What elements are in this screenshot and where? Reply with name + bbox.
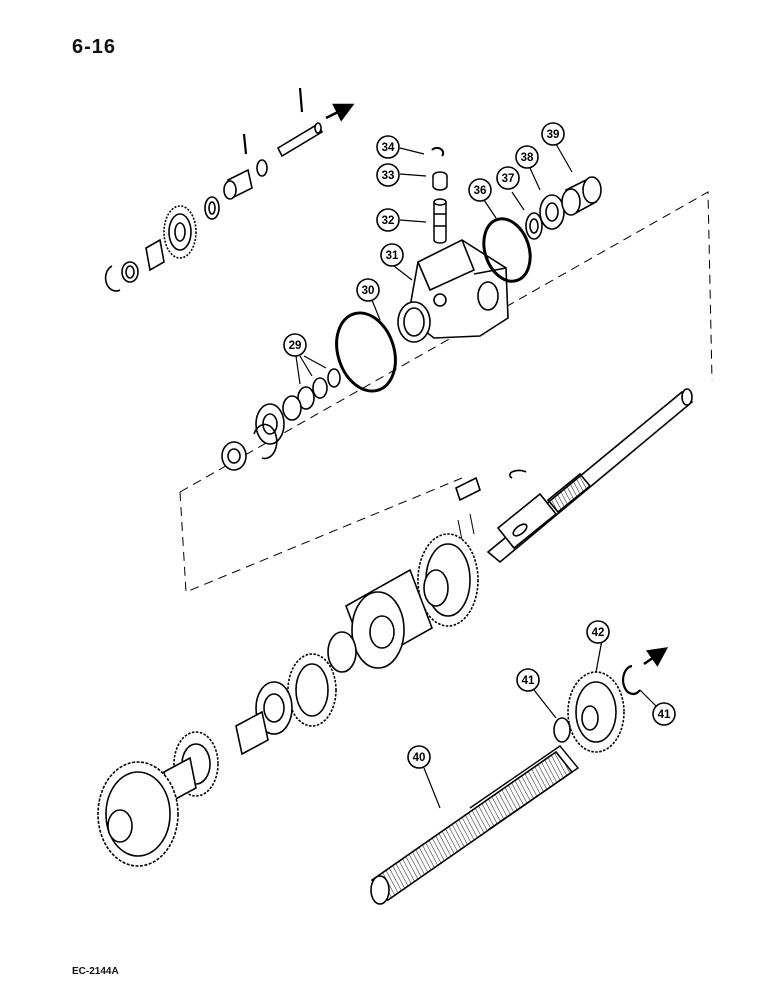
callout-38: 38 <box>515 145 539 169</box>
output-shaft-40 <box>370 745 580 905</box>
callout-32: 32 <box>376 208 400 232</box>
callout-34: 34 <box>376 135 400 159</box>
o-ring-36 <box>482 217 532 283</box>
callout-29: 29 <box>283 333 307 357</box>
callout-32-label: 32 <box>382 215 395 227</box>
shaft-direction-arrow-bottom <box>643 647 669 667</box>
callout-33-label: 33 <box>382 170 395 182</box>
callout-31: 31 <box>380 243 404 267</box>
callout-39: 39 <box>541 122 565 146</box>
input-shaft <box>455 388 694 564</box>
callout-37-label: 37 <box>502 173 515 185</box>
callout-36: 36 <box>468 178 492 202</box>
callout-30: 30 <box>356 278 380 302</box>
callout-33: 33 <box>376 163 400 187</box>
callout-41-left-label: 41 <box>522 675 535 687</box>
callout-38-label: 38 <box>521 152 534 164</box>
callout-29-label: 29 <box>289 340 302 352</box>
gear-pack-center <box>97 533 479 867</box>
o-ring-30 <box>335 311 397 393</box>
dashed-assembly-boundary <box>179 191 713 593</box>
callout-41-left: 41 <box>516 668 540 692</box>
shaft-direction-arrow-top <box>325 103 355 122</box>
callout-34-label: 34 <box>382 142 395 154</box>
callout-36-label: 36 <box>474 185 487 197</box>
callout-42: 42 <box>586 620 610 644</box>
callout-37: 37 <box>496 166 520 190</box>
callout-42-label: 42 <box>592 627 605 639</box>
bearing-parts-37-39 <box>525 176 602 240</box>
callout-31-label: 31 <box>386 250 399 262</box>
callout-41-right-label: 41 <box>658 709 671 721</box>
figure-reference: EC-2144A <box>72 966 119 977</box>
page-number: 6-16 <box>72 36 117 58</box>
leader-lines <box>295 143 657 809</box>
callout-39-label: 39 <box>547 129 560 141</box>
callout-40-label: 40 <box>413 752 426 764</box>
small-parts-stack <box>431 146 448 244</box>
gear-42-and-snap-rings <box>553 664 641 753</box>
callout-40: 40 <box>407 745 431 769</box>
callout-41-right: 41 <box>652 702 676 726</box>
shim-and-bearing-group-29 <box>221 368 341 471</box>
housing-part-31 <box>397 239 509 343</box>
upper-left-shaft-group <box>104 87 324 292</box>
callout-30-label: 30 <box>362 285 375 297</box>
